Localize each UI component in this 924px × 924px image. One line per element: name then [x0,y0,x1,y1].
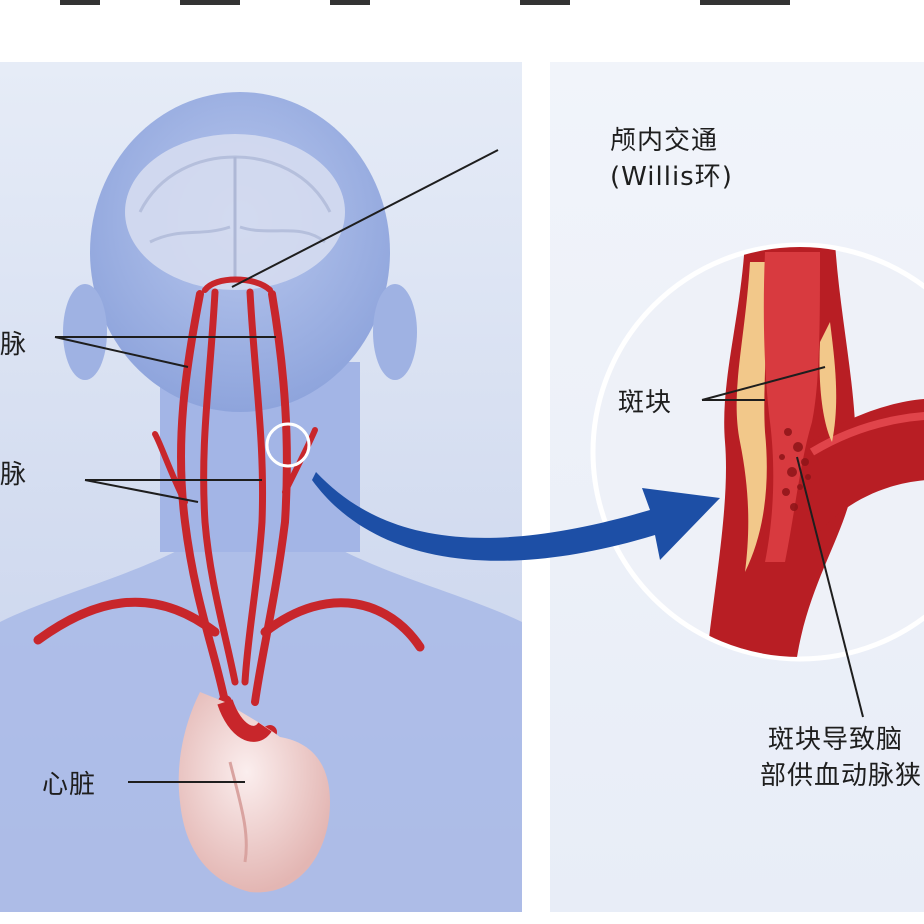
plaque-leader-lines [701,366,864,718]
magnified-panel: 颅内交通 (Willis环) 斑块 斑块导致脑 部供血动脉狭 [550,62,924,912]
cropped-heading-marks [60,0,790,5]
caption-line-1: 斑块导致脑 [768,725,904,755]
heart-illustration [178,692,330,893]
stenosis-highlight-circle [265,422,311,468]
willis-title: 颅内交通 [610,126,719,156]
plaque-deposit-right [819,322,837,442]
head-neck-illustration [0,92,522,912]
artery-label-lower: 脉 [0,460,28,490]
plaque-deposit-left [736,262,767,572]
shoulders-silhouette [0,532,522,912]
leader-lines [54,149,499,783]
plaque-label: 斑块 [618,388,673,418]
anatomy-panel: 脉 脉 心脏 [0,62,522,912]
right-ear [373,284,417,380]
heart-label: 心脏 [42,770,97,800]
artery-cross-section [705,247,924,657]
artery-label-upper: 脉 [0,330,28,360]
caption-line-2: 部供血动脉狭 [760,761,923,791]
left-ear [63,284,107,380]
willis-subtitle: (Willis环) [610,162,733,192]
cropped-heading-strip [0,0,924,14]
